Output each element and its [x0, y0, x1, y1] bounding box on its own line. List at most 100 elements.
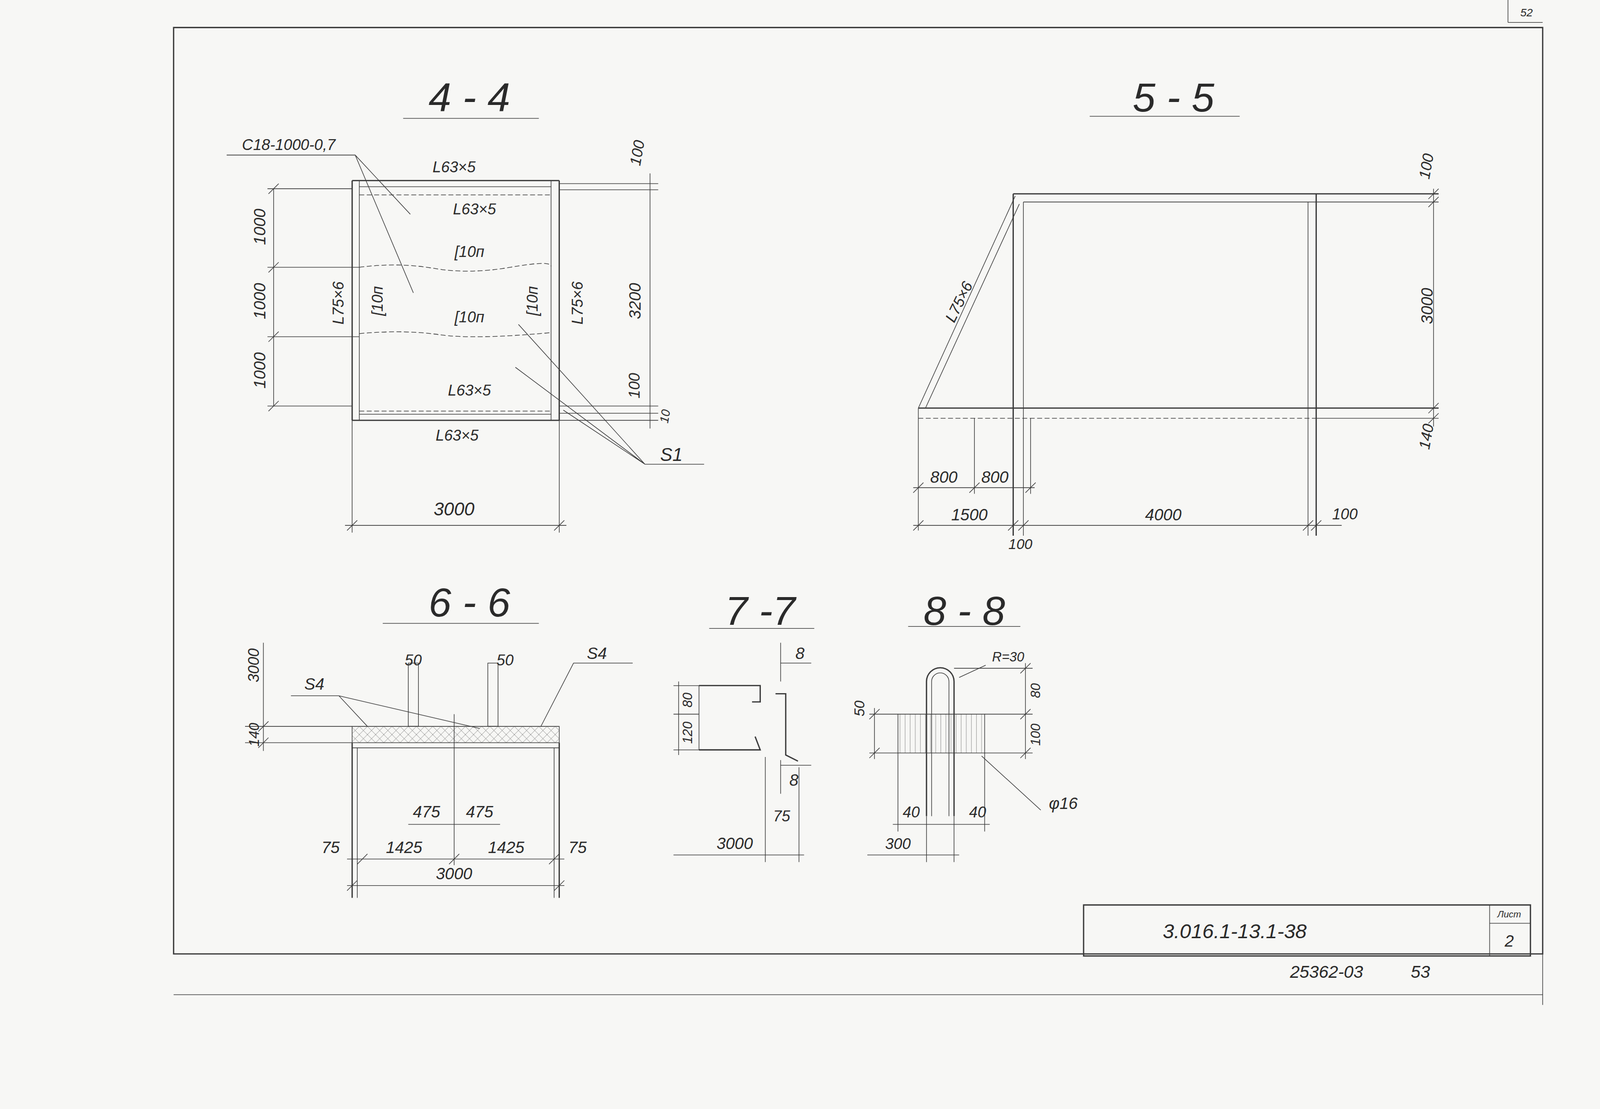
dimension-label: 75 [771, 808, 792, 825]
drawing-line [262, 642, 264, 751]
drawing-line [1083, 904, 1531, 956]
drawing-line [559, 412, 659, 414]
drawing-line [359, 331, 551, 337]
drawing-line [559, 189, 659, 191]
drawing-line [958, 665, 986, 678]
dimension-label: 800 [928, 467, 959, 486]
dimension-label: 50 [495, 651, 515, 669]
drawing-line [359, 410, 551, 412]
drawing-line [1013, 193, 1439, 195]
section-8-8 [867, 626, 1041, 862]
section-4-4 [226, 118, 704, 533]
drawing-line [673, 854, 804, 855]
drawing-line [764, 756, 766, 862]
drawing-line [925, 203, 1020, 408]
drawing-line [917, 407, 919, 531]
drawing-line [673, 713, 700, 715]
drawing-line [1542, 953, 1544, 1005]
drawing-line [267, 405, 352, 407]
dimension-label: 1425 [486, 838, 526, 856]
drawing-line [1507, 22, 1543, 23]
drawing-line [1507, 0, 1508, 23]
title-block-text: 53 [1409, 962, 1432, 981]
dimension-label: [10п [524, 284, 542, 318]
title-block-text: 25362-03 [1288, 962, 1365, 981]
dimension-label: S1 [658, 445, 685, 465]
drawing-line [673, 749, 700, 750]
drawing-line [173, 27, 1543, 954]
drawing-line [559, 405, 659, 407]
drawing-line [356, 748, 358, 899]
drawing-line [699, 685, 761, 702]
dimension-label: 80 [680, 691, 696, 709]
drawing-line [1315, 194, 1317, 536]
dimension-label: С18-1000-0,7 [240, 136, 338, 153]
drawing-line [649, 173, 650, 429]
drawing-line [351, 179, 559, 182]
drawing-line [359, 186, 551, 187]
dimension-label: 475 [464, 802, 495, 820]
drawing-line [541, 662, 633, 727]
dimension-label: 3000 [246, 647, 263, 685]
dimension-label: 50 [851, 698, 867, 718]
dimension-label: 40 [901, 803, 922, 821]
drawing-line [351, 419, 559, 422]
dimension-label: 140 [1415, 421, 1437, 452]
drawing-line [926, 816, 927, 863]
drawing-line [359, 413, 551, 415]
drawing-line [1316, 417, 1439, 419]
drawing-line [267, 336, 359, 337]
drawing-line [291, 695, 480, 729]
drawing-line [869, 713, 899, 715]
drawing-line [1030, 418, 1031, 494]
dimension-label: R=30 [990, 650, 1026, 665]
title-block-text: Лист [1496, 909, 1523, 920]
dimension-label: 75 [566, 838, 589, 856]
dimension-label: L63×5 [451, 200, 498, 218]
drawing-line [918, 417, 1317, 419]
sheet-frame [173, 0, 1543, 1005]
dimension-label: 1425 [384, 838, 424, 856]
drawing-line [347, 858, 565, 859]
drawing-line [780, 662, 812, 664]
dimension-label: 100 [1415, 150, 1437, 182]
drawing-line [698, 685, 700, 750]
drawing-line [268, 183, 279, 412]
dimension-label: 140 [246, 721, 262, 749]
dimension-label: φ16 [1047, 794, 1080, 812]
drawing-line [918, 196, 1016, 409]
dimension-label: 1000 [250, 206, 268, 247]
dimension-label: 1000 [250, 350, 268, 390]
dimension-label: [10п [452, 244, 486, 261]
dimension-label: 3000 [432, 499, 476, 519]
drawing-line [897, 752, 899, 832]
drawing-line [699, 736, 761, 750]
dimension-label: [10п [452, 309, 486, 326]
dimension-label: L63×5 [446, 382, 493, 400]
drawing-line [402, 117, 539, 119]
dimension-label: 3000 [434, 864, 474, 883]
drawing-line [558, 742, 560, 898]
dimension-label: 120 [680, 720, 696, 746]
section-title: 5 - 5 [1131, 76, 1216, 118]
title-block-text: 2 [1502, 932, 1515, 950]
dimension-label: 475 [411, 802, 442, 820]
drawing-line [359, 263, 551, 272]
drawing-line [487, 662, 499, 727]
drawing-line [898, 714, 985, 753]
dimension-label: 100 [627, 137, 649, 169]
drawing-line [867, 854, 959, 855]
drawing-line [931, 672, 950, 817]
dimension-label: 3000 [714, 834, 754, 852]
dimension-label: L63×5 [434, 427, 481, 445]
drawing-line [1489, 922, 1531, 924]
drawing-line [1023, 201, 1439, 202]
drawing-line [981, 755, 1042, 810]
section-title: 4 - 4 [427, 76, 512, 118]
drawing-line [678, 681, 679, 755]
drawing-line [775, 693, 799, 761]
dimension-label: 80 [1028, 681, 1044, 700]
dimension-label: 100 [1028, 722, 1044, 748]
dimension-label: 4000 [1143, 505, 1183, 523]
